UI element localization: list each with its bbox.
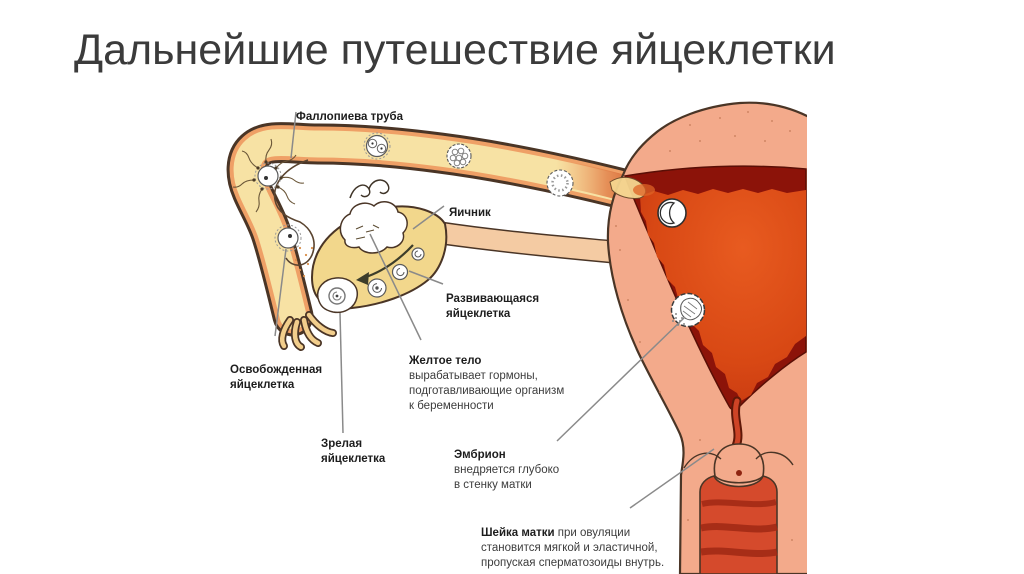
label-corpus-luteum: Желтое тело вырабатывает гормоны, подгот… [409, 355, 565, 412]
uterus-shape [606, 101, 807, 574]
leader-cervix [629, 448, 715, 509]
leader-fallopian-tube [290, 111, 297, 159]
leader-corpus-luteum [369, 233, 422, 341]
leader-mature-egg [339, 312, 344, 434]
label-released-egg: Освобожденная яйцеклетка [230, 364, 323, 391]
leader-embryo [556, 316, 686, 442]
fimbriae [278, 311, 337, 351]
egg-stages [232, 132, 706, 328]
fertilization-egg-cell [232, 138, 305, 213]
label-mature-egg: Зрелая яйцеклетка [321, 438, 386, 465]
leader-released-egg [274, 248, 287, 337]
released-egg-cell [274, 224, 302, 252]
label-embryo: Эмбрион внедряется глубоко в стенку матк… [454, 449, 560, 491]
morula-egg [446, 143, 472, 169]
ovary-shape [311, 179, 448, 314]
uterine-cavity [640, 189, 806, 401]
sperm-cells [232, 138, 305, 213]
tube-fold-squiggle [349, 179, 390, 199]
two-cell-egg [363, 132, 391, 160]
implanted-embryo [670, 292, 706, 328]
mature-follicle [316, 277, 358, 314]
vaginal-folds [700, 499, 778, 558]
fornix-folds [683, 451, 794, 469]
label-developing-egg: Развивающаяся яйцеклетка [446, 293, 540, 320]
cervix-tip [713, 443, 765, 484]
egg-maturation-arrow [356, 244, 414, 285]
blastocyst-egg [546, 169, 574, 197]
page-title: Дальнейшие путешествие яйцеклетки [74, 26, 836, 74]
label-ovary: Яичник [449, 207, 491, 219]
corpus-luteum [339, 201, 408, 254]
leader-developing-egg [408, 270, 444, 285]
leader-ovary [412, 205, 445, 230]
label-fallopian-tube: Фаллопиева труба [296, 111, 404, 123]
embryo-cell [657, 198, 687, 228]
label-cervix: Шейка матки при овуляции становится мягк… [481, 527, 665, 569]
ovarian-ligament [439, 221, 616, 264]
leader-lines [274, 111, 715, 509]
developing-eggs [367, 247, 425, 298]
